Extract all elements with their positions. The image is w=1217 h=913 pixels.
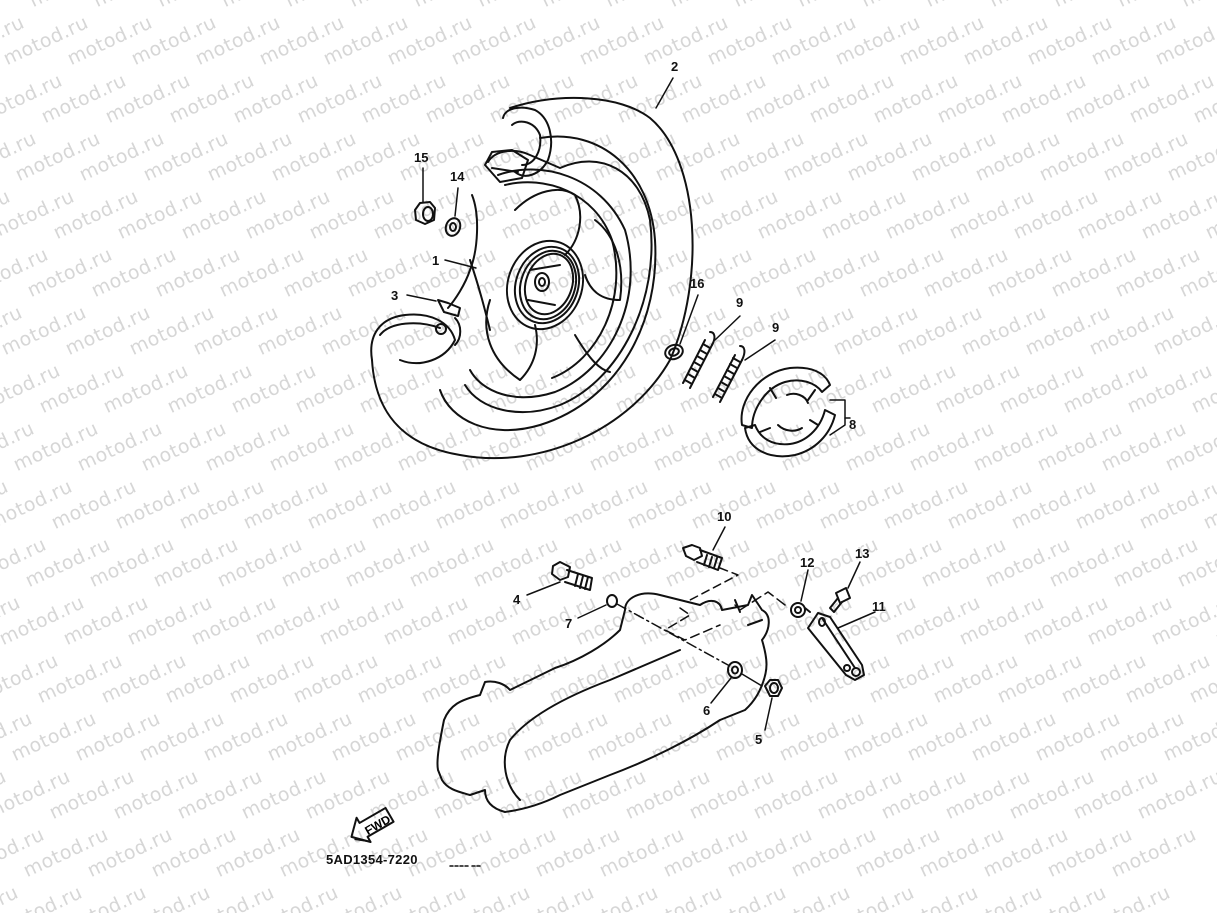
wheel-hub: [505, 239, 585, 331]
callout-16: 16: [690, 276, 705, 291]
callout-15: 15: [414, 150, 429, 165]
brake-shoe-part-8: [740, 366, 851, 458]
callout-6: 6: [703, 703, 711, 718]
stud-bolt-part-4: [526, 561, 593, 596]
brake-lever-part-11: [807, 611, 876, 681]
callout-9a: 9: [736, 295, 744, 310]
spring-part-9b: [712, 339, 776, 403]
callout-10: 10: [717, 509, 732, 524]
washer-part-6: [710, 661, 763, 704]
camshaft-part-10: [682, 526, 739, 601]
callout-5: 5: [755, 732, 763, 747]
o-ring-part-7: [577, 594, 729, 666]
callout-9b: 9: [772, 320, 780, 335]
washer-part-12: [734, 569, 811, 618]
crankcase-cover: [436, 592, 770, 813]
tire-part-2: [370, 97, 694, 460]
callout-14: 14: [450, 169, 465, 184]
washer-part-16: [664, 294, 699, 361]
callout-4: 4: [513, 592, 521, 607]
callout-8: 8: [849, 417, 857, 432]
callout-7: 7: [565, 616, 573, 631]
valve-part-3: [406, 294, 461, 335]
washer-part-14: [444, 187, 462, 237]
nut-part-15: [414, 167, 436, 225]
drawing-code: 5AD1354-7220: [326, 852, 418, 867]
callout-2: 2: [671, 59, 679, 74]
leader-2: [655, 77, 674, 109]
leader-1: [444, 259, 477, 269]
forward-direction-arrow: [350, 806, 395, 843]
callout-1: 1: [432, 253, 440, 268]
callout-12: 12: [800, 555, 815, 570]
spring-part-9a: [682, 315, 741, 389]
wheel-rim-part-1: [447, 149, 653, 413]
callout-13: 13: [855, 546, 870, 561]
callout-11: 11: [872, 599, 886, 614]
bolt-part-13: [829, 561, 861, 613]
callout-3: 3: [391, 288, 399, 303]
nut-part-5: [764, 679, 783, 731]
